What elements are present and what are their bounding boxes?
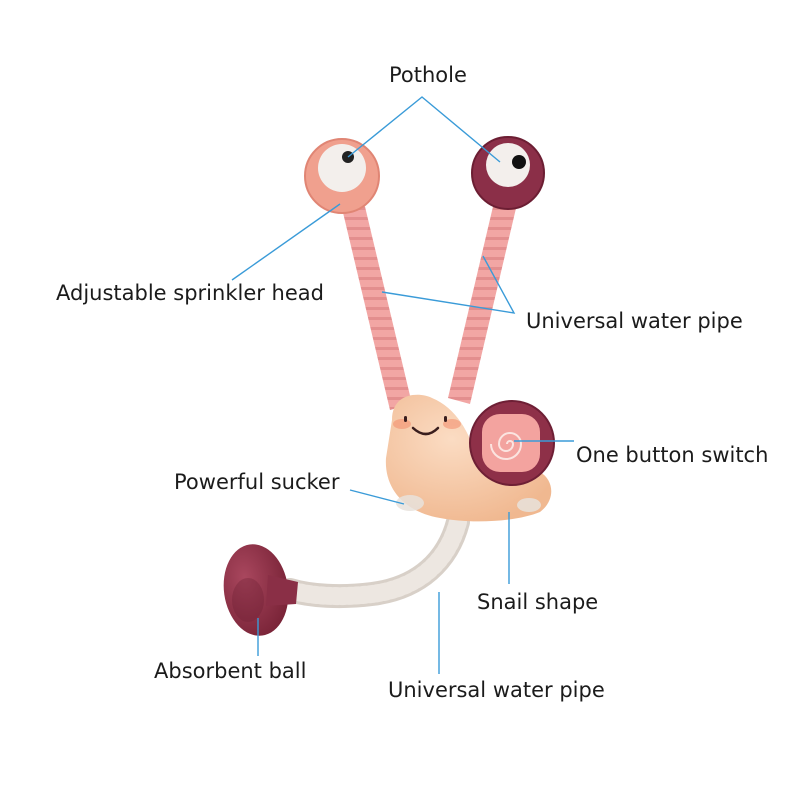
right-stalk [448,198,517,404]
left-stalk [340,194,412,410]
label-universal-water-pipe-top: Universal water pipe [526,309,743,333]
snail-body [385,394,552,522]
label-adjustable-sprinkler-head: Adjustable sprinkler head [56,281,324,305]
label-universal-water-pipe-bottom: Universal water pipe [388,678,605,702]
label-absorbent-ball: Absorbent ball [154,659,307,683]
leader-lines [231,96,574,674]
label-pothole: Pothole [389,63,467,87]
label-one-button-switch: One button switch [576,443,769,467]
pointer-powerful-sucker [349,489,405,505]
absorbent-ball [223,544,298,636]
snail-shell [469,400,555,486]
bottom-hose [278,510,470,609]
pointer-universal-water-pipe-top [381,255,516,314]
label-snail-shape: Snail shape [477,590,599,614]
label-powerful-sucker: Powerful sucker [174,470,340,494]
pointer-pothole [347,96,501,163]
pointer-adjustable-sprinkler-head [231,203,341,281]
right-sprinkler-head [471,136,545,210]
left-sprinkler-head [304,138,380,214]
